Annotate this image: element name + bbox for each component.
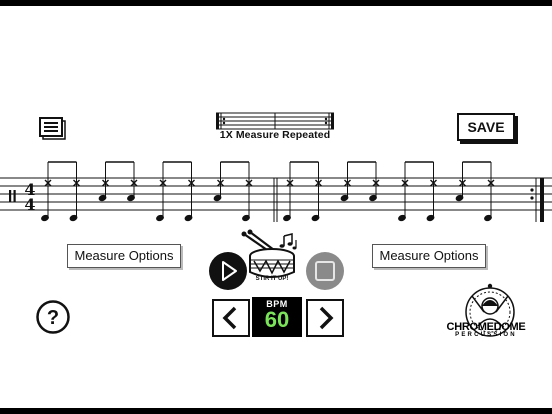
app-screen: 1X Measure Repeated SAVE 4 4	[0, 6, 552, 408]
hihat-note	[73, 179, 80, 187]
hihat-note	[188, 179, 195, 187]
barline-final-thick	[540, 178, 544, 222]
hihat-note	[130, 179, 138, 187]
kick-note	[242, 214, 250, 222]
stir-it-up-button[interactable]	[240, 226, 304, 290]
hihat-note	[245, 179, 253, 187]
snare-drum-icon	[241, 229, 297, 278]
stir-it-up-label: STIR IT UP!	[255, 276, 289, 282]
staff-lines	[0, 177, 552, 211]
repeat-dot-bottom	[530, 196, 534, 200]
play-button[interactable]	[208, 251, 248, 291]
kick-note	[398, 214, 406, 222]
measure-repeat-icon[interactable]	[214, 110, 336, 136]
measure-options-button-left[interactable]: Measure Options	[67, 244, 181, 268]
chevron-right-icon	[319, 306, 334, 330]
chromedome-logo	[452, 282, 528, 340]
hihat-note	[315, 179, 322, 187]
hihat-note	[401, 179, 409, 187]
stop-button[interactable]	[305, 251, 345, 291]
snare-note	[455, 194, 464, 202]
snare-note	[369, 194, 377, 202]
help-glyph: ?	[47, 307, 59, 329]
hihat-note	[344, 179, 351, 187]
question-icon: ?	[36, 300, 70, 334]
chromedome-logo-icon	[465, 283, 515, 337]
percussion-clef-left	[9, 190, 12, 202]
play-icon	[209, 252, 247, 290]
hihat-note	[430, 179, 437, 187]
kick-note	[69, 214, 78, 222]
hihat-note	[44, 179, 52, 187]
brand-subtitle: PERCUSSION	[455, 332, 517, 338]
hihat-note	[217, 179, 224, 187]
kick-note	[426, 214, 435, 222]
kick-note	[283, 214, 291, 222]
kick-note	[311, 214, 320, 222]
snare-note	[213, 194, 222, 202]
time-sig-bottom: 4	[24, 195, 35, 214]
drum-score[interactable]: 4 4	[0, 152, 552, 222]
hihat-note	[159, 179, 167, 187]
snare-note	[127, 194, 135, 202]
menu-icon[interactable]	[38, 116, 70, 144]
hihat-note	[487, 179, 495, 187]
tempo-display: BPM 60	[252, 297, 302, 337]
tempo-increase-button[interactable]	[306, 299, 344, 337]
save-button[interactable]: SAVE	[457, 113, 515, 141]
bpm-value: 60	[264, 307, 290, 332]
kick-note	[156, 214, 164, 222]
tempo-decrease-button[interactable]	[212, 299, 250, 337]
notes-group	[41, 161, 495, 222]
hihat-note	[459, 179, 466, 187]
hihat-note	[102, 179, 109, 187]
percussion-clef-right	[13, 190, 16, 202]
score-svg: 4 4	[0, 161, 552, 222]
brand-name: CHROMEDOME	[446, 321, 526, 333]
measure-repeat-caption: 1X Measure Repeated	[219, 129, 331, 141]
kick-note	[184, 214, 193, 222]
kick-note	[484, 214, 492, 222]
tempo-control: BPM 60	[212, 297, 344, 337]
chevron-left-icon	[222, 306, 237, 330]
time-sig-top: 4	[24, 180, 35, 199]
kick-note	[41, 214, 49, 222]
snare-note	[98, 194, 107, 202]
hihat-note	[286, 179, 294, 187]
bpm-label: BPM	[266, 299, 288, 309]
repeat-dot-top	[530, 188, 534, 192]
snare-note	[340, 194, 349, 202]
measure-options-button-right[interactable]: Measure Options	[372, 244, 486, 268]
help-button[interactable]: ?	[36, 300, 70, 334]
stop-icon	[306, 252, 344, 290]
hihat-note	[372, 179, 380, 187]
